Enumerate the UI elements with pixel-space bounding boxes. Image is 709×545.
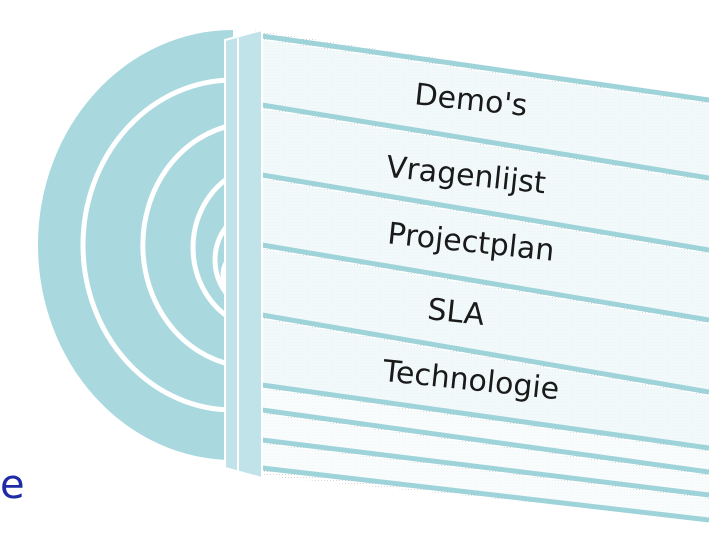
band-fill (262, 389, 709, 470)
ring-outer (38, 30, 233, 460)
layer-bands (261, 33, 709, 523)
concentric-half-disc (38, 30, 235, 460)
band-divider (261, 382, 709, 451)
band-fill (262, 319, 709, 446)
band-divider (261, 172, 709, 253)
band-divider (261, 465, 709, 523)
ring-1 (80, 77, 234, 413)
band-fill (262, 179, 709, 318)
ring-2 (140, 122, 234, 368)
band-divider (261, 102, 709, 181)
front-face (224, 28, 263, 480)
band-divider (261, 242, 709, 323)
band-fill (262, 414, 709, 493)
band-fill (262, 109, 709, 248)
band-fill (262, 444, 709, 518)
layer-label-sla: SLA (426, 292, 487, 333)
edge-text-fragment: e (0, 462, 25, 508)
band-divider (261, 407, 709, 475)
band-divider (261, 437, 709, 498)
band-divider (261, 312, 709, 395)
ring-3 (190, 172, 235, 323)
band-fill (262, 249, 709, 390)
band-divider (261, 33, 709, 103)
band-fill (262, 40, 709, 176)
